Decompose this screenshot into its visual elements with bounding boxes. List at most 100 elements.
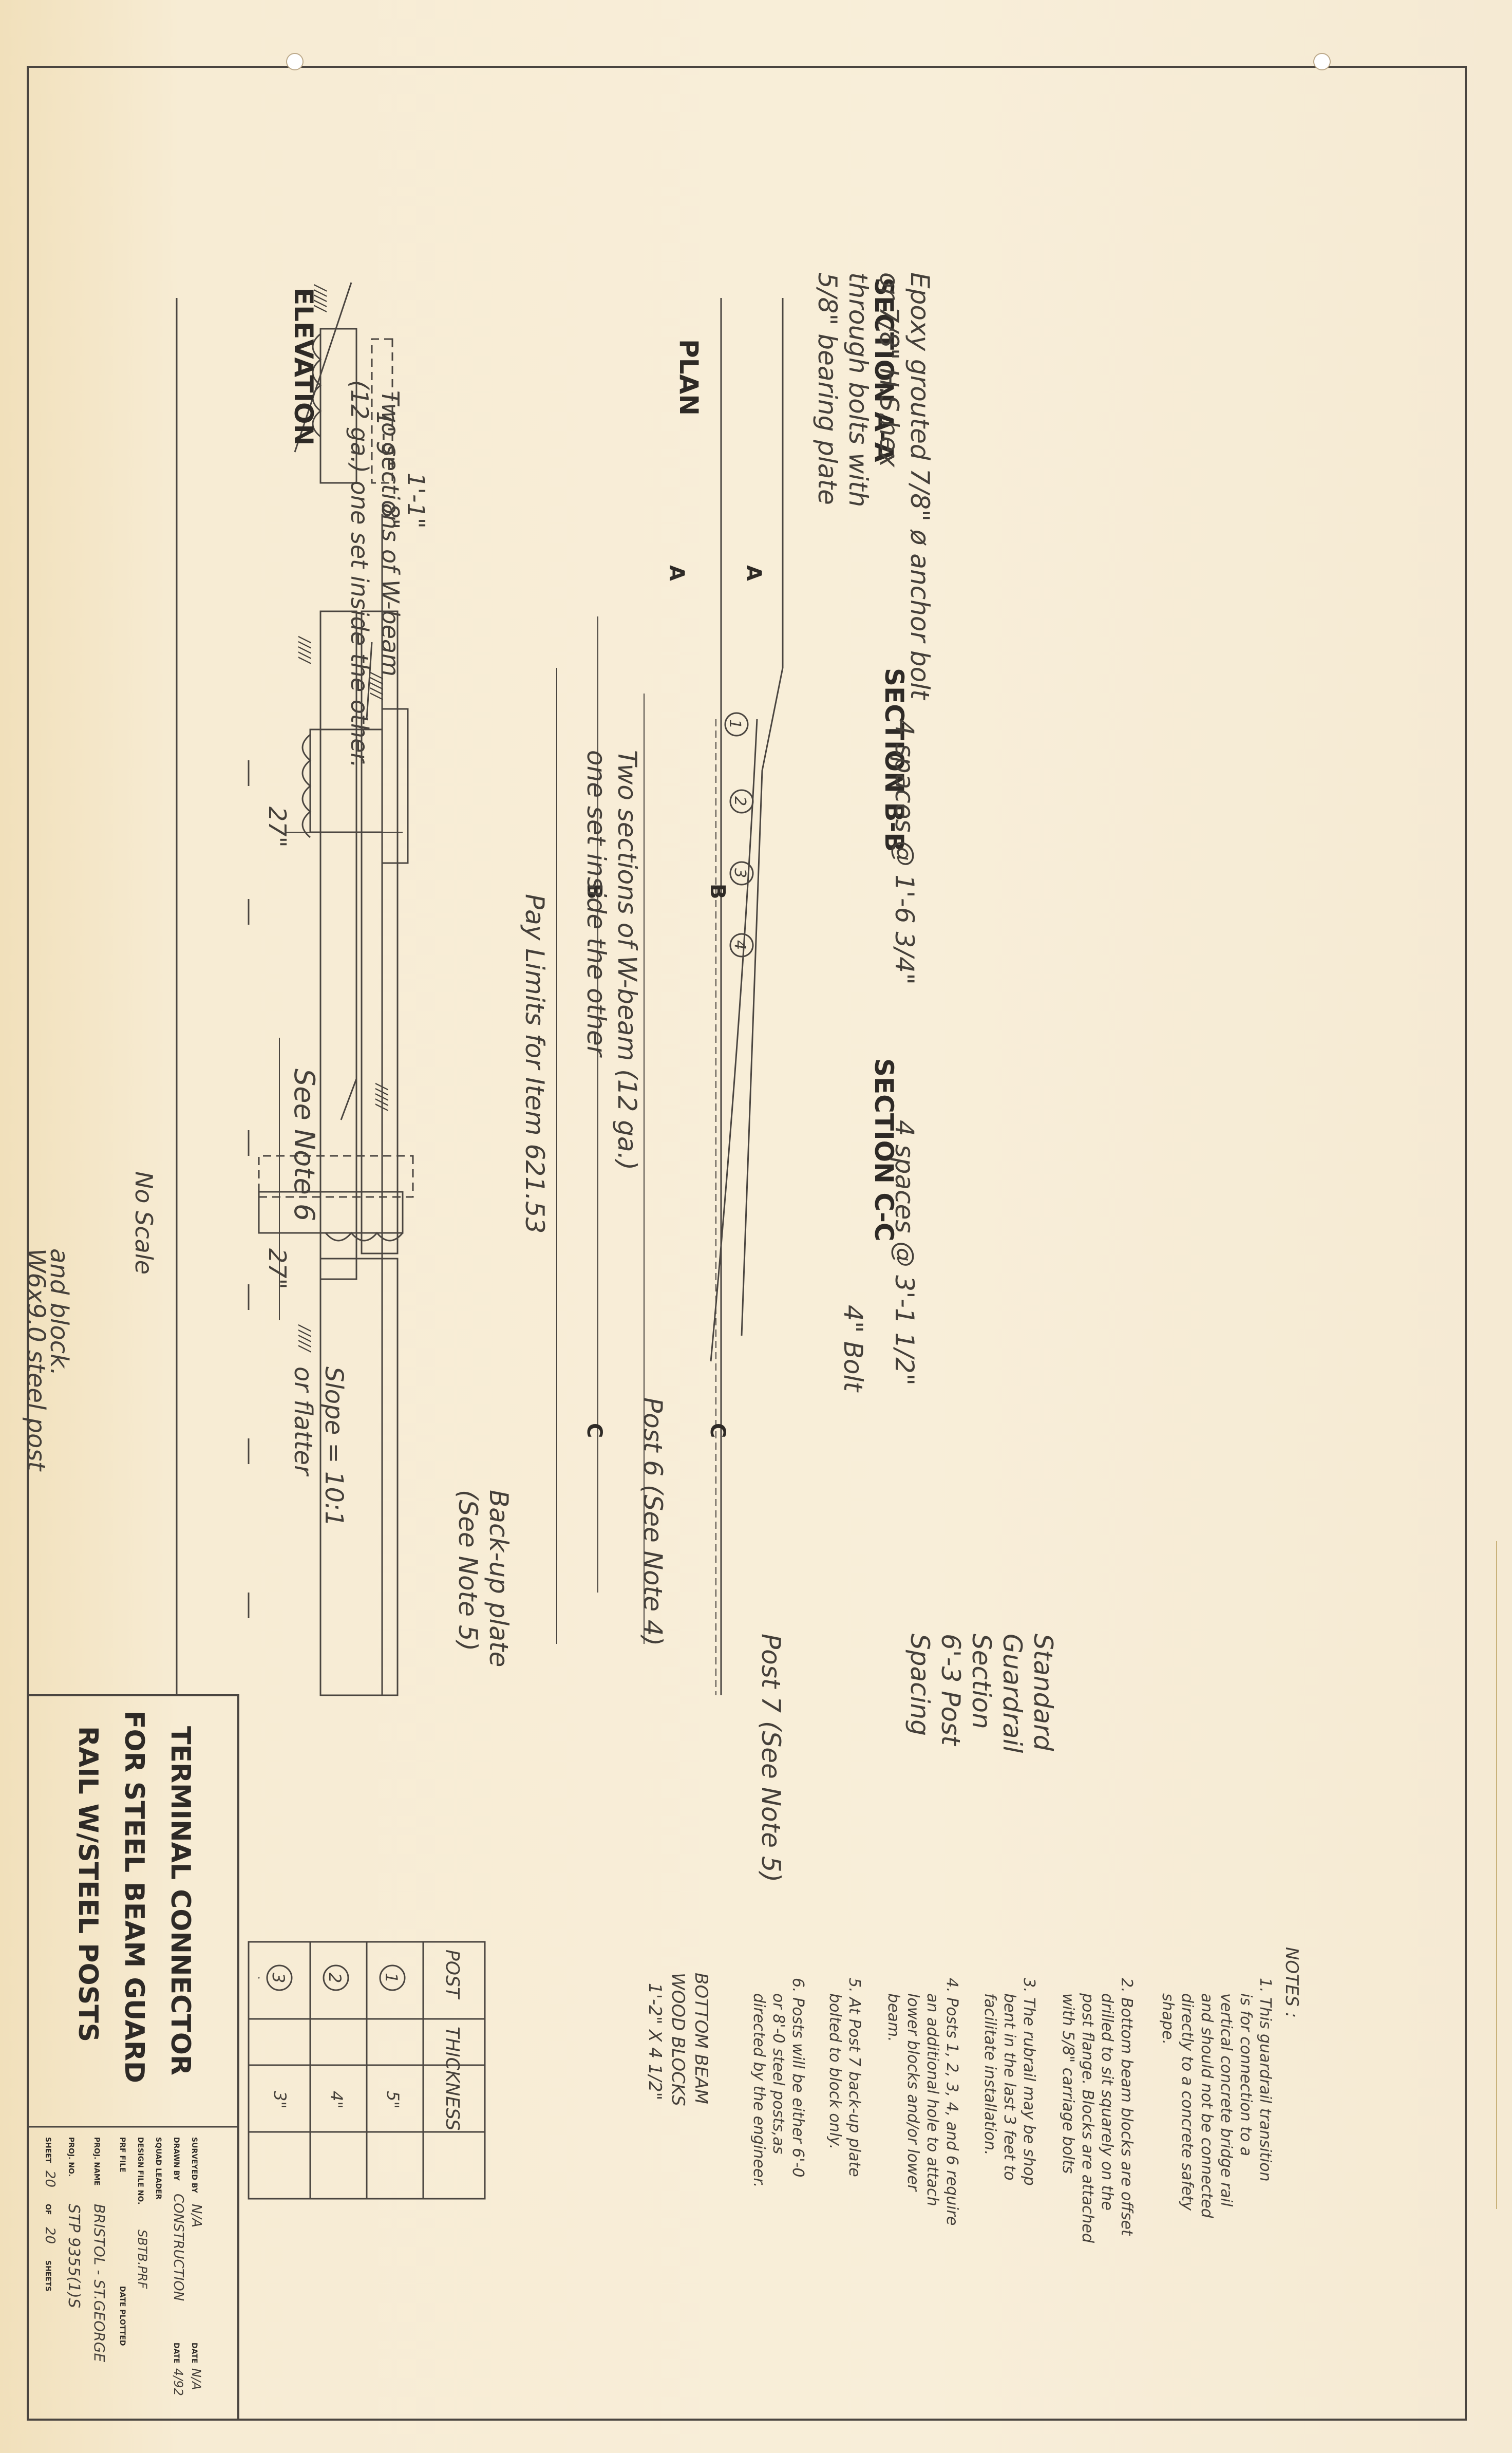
sheet-label: SHEET <box>44 2137 52 2163</box>
post-hidden <box>258 1155 414 1198</box>
notes-block: NOTES : 1. This guardrail transition is … <box>750 1947 1302 2243</box>
post-number: 2 <box>731 796 749 806</box>
cut-b-top: B <box>706 884 729 900</box>
table-cell-thickness: 3" <box>270 2091 290 2109</box>
cut-a-top: A <box>742 565 765 581</box>
section-b-title: SECTION B-B <box>879 668 909 852</box>
section-c-title: SECTION C-C <box>869 1058 899 1242</box>
ground-hatch: ///// <box>296 1324 314 1353</box>
table-cell-thickness: 4" <box>327 2091 346 2109</box>
table-row: 2 4" <box>323 1964 349 2109</box>
no-scale-note: No Scale <box>130 1171 158 1275</box>
section-a-a: ///// Two sections of W-beam (12 ga.) on… <box>294 272 935 768</box>
note-4: 4. Posts 1, 2, 3, 4, and 6 require an ad… <box>884 1978 961 2231</box>
note-1: 1. This guardrail transition is for conn… <box>1159 1978 1274 2223</box>
ground-hatch: ///// <box>368 671 386 700</box>
cut-c-bottom: C <box>582 1423 606 1438</box>
table-row: 3 3" <box>266 1964 293 2109</box>
w-beam-profile <box>312 333 322 438</box>
cut-c-top: C <box>706 1423 729 1438</box>
section-b-b: 27" ///// SECTION B-B <box>263 642 909 864</box>
w-beam-plan <box>741 667 784 1336</box>
drawing-border <box>27 66 1467 2421</box>
post-hidden <box>371 338 393 484</box>
note-6: 6. Posts will be either 6'-0 or 8'-0 ste… <box>750 1978 807 2187</box>
block <box>258 1191 404 1234</box>
w-beam-elevation-bottom <box>319 610 357 1280</box>
title-line-1: TERMINAL CONNECTOR <box>165 1726 196 2075</box>
proj-no-value: STP 9355(1)S <box>65 2204 83 2308</box>
section-a-title: SECTION A-A <box>869 277 899 462</box>
note-3: 3. The rubrail may be shop bent in the l… <box>981 1978 1038 2190</box>
post-6-note: Post 6 (See Note 4) <box>638 1397 668 1646</box>
post-note: W6x9.0 steel post and block. <box>22 1248 73 1478</box>
squad-leader-label: SQUAD LEADER <box>154 2137 162 2200</box>
date-label-1: DATE <box>190 2343 198 2363</box>
post-circle <box>323 1964 349 1991</box>
title-line-3: RAIL W/STEEL POSTS <box>72 1726 103 2042</box>
dim-27-b: 27" <box>263 807 291 848</box>
bolt-note: 4" Bolt <box>838 1305 868 1393</box>
post-number: 4 <box>731 940 749 950</box>
backup-plate-note: Back-up plate (See Note 5) <box>453 1490 514 1675</box>
post-marker-2: 2 <box>729 789 754 814</box>
post-7-note: Post 7 (See Note 5) <box>756 1634 786 1882</box>
sheet-total: 20 <box>42 2227 58 2244</box>
post-number: 3 <box>731 868 749 878</box>
drawn-by-value: CONSTRUCTION <box>171 2194 186 2301</box>
blocks-title: BOTTOM BEAM WOOD BLOCKS 1'-2" X 4 1/2" <box>645 1973 711 2112</box>
slope-line <box>366 642 373 720</box>
spacing-1: 4 spaces @ 1'-6 3/4" <box>890 719 919 985</box>
surveyed-by-value: N/A <box>188 2204 204 2227</box>
proj-no-label: PROJ. NO. <box>67 2137 75 2177</box>
title-block: TERMINAL CONNECTOR FOR STEEL BEAM GUARD … <box>27 1694 239 2421</box>
post-marker-3: 3 <box>729 861 754 886</box>
table-row: 1 5" <box>379 1964 406 2109</box>
plan-view: 1 2 3 4 PLAN A A B B C C 4 spaces @ 1'-6… <box>520 298 1058 1882</box>
ground-hatch: ///// <box>296 635 314 664</box>
post-circle <box>729 933 754 958</box>
table-cell-thickness: 5" <box>383 2091 403 2109</box>
date-value-1: N/A <box>189 2368 203 2390</box>
elevation-title: ELEVATION <box>289 288 318 445</box>
post-marker-4: 4 <box>729 933 754 958</box>
anchor-bolt-note: Epoxy grouted 7/8" ø anchor bolt or 7/8"… <box>812 272 935 708</box>
date-label-2: DATE <box>172 2343 180 2363</box>
ground-hatch: ///// <box>311 284 329 312</box>
section-a-note-2: (12 ga.) one set inside the other. <box>346 380 373 768</box>
post-circle <box>729 789 754 814</box>
date-value-2: 4/92 <box>171 2368 185 2396</box>
section-a-note-1: Two sections of W-beam <box>376 390 404 677</box>
elevation-view: ELEVATION 1'-9" 1'-1" 8" Back-up plate (… <box>130 288 514 1696</box>
rubrail-plan <box>710 719 758 1362</box>
section-c-c: 27" See Note 6 W6x9.0 steel post and blo… <box>22 1038 899 1527</box>
title-line-2: FOR STEEL BEAM GUARD <box>119 1711 149 2083</box>
wood-blocks-table: BOTTOM BEAM WOOD BLOCKS 1'-2" X 4 1/2" P… <box>248 1941 711 2200</box>
elev-dim-1: 1'-9" <box>371 411 399 467</box>
punch-hole <box>286 53 304 70</box>
w-beam-elevation-top <box>361 610 399 1254</box>
proj-name-value: BRISTOL - ST.GEORGE <box>91 2204 108 2362</box>
two-sections-note: Two sections of W-beam (12 ga.) one set … <box>581 750 642 1178</box>
pay-limits: Pay Limits for Item 621.53 <box>520 894 550 1233</box>
table-row: 4 2" <box>258 1977 260 1979</box>
table-cell-post: 2 <box>325 1973 345 1983</box>
post-marker-1: 1 <box>724 712 749 737</box>
standard-rail-elevation <box>319 1258 399 1696</box>
surveyed-by-label: SURVEYED BY <box>190 2137 198 2194</box>
spacing-2: 4 spaces @ 3'-1 1/2" <box>890 1120 919 1385</box>
prf-file-label: PRF FILE <box>118 2137 126 2173</box>
note-5: 5. At Post 7 back-up plate bolted to blo… <box>826 1978 863 2182</box>
post-circle <box>379 1964 406 1991</box>
w-beam-profile <box>325 1231 404 1242</box>
design-file-label: DESIGN FILE NO. <box>136 2137 144 2204</box>
drawn-by-label: DRAWN BY <box>172 2137 180 2181</box>
dim-27-c: 27" <box>263 1248 291 1289</box>
slope-line <box>294 282 352 453</box>
cut-a-bottom: A <box>665 565 688 581</box>
table-header-thickness: THICKNESS <box>442 2027 463 2131</box>
standard-spacing-note: Standard Guardrail Section 6'-3 Post Spa… <box>905 1634 1058 1761</box>
design-file-value: SBTB.PRF <box>135 2230 149 2290</box>
notes-heading: NOTES : <box>1281 1947 1302 2018</box>
